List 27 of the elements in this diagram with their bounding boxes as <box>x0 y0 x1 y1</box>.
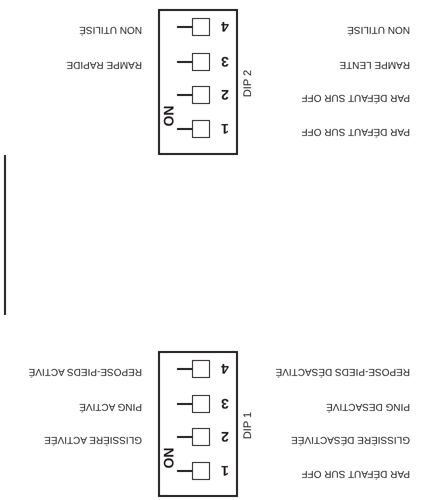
setting-label: REPOSE-PIEDS ACTIVÉ <box>28 365 142 377</box>
switch-number: 3 <box>220 55 230 69</box>
setting-label: GLISSIÈRE ACTIVÉE <box>44 433 142 445</box>
switch-on-label: ON <box>162 106 176 126</box>
setting-label: NON UTILISÉ <box>79 23 142 35</box>
setting-label: RAMPE LENTE <box>339 58 410 70</box>
switch-number: 3 <box>220 397 230 411</box>
setting-label: GLISSIÈRE DÉSACTIVÉE <box>291 433 410 445</box>
switch-number: 1 <box>220 464 230 478</box>
switch-on-label: ON <box>162 448 176 468</box>
setting-label: PAR DÉFAUT SUR OFF <box>301 91 410 103</box>
setting-label: PING ACTIVÉ <box>79 400 142 412</box>
dip-switch-body <box>158 9 238 155</box>
switch-number: 2 <box>220 430 230 444</box>
switch-number: 2 <box>220 88 230 102</box>
switch-number: 1 <box>220 122 230 136</box>
setting-label: RAMPE RAPIDE <box>66 58 142 70</box>
switch-number: 4 <box>220 362 230 376</box>
setting-label: REPOSE-PIEDS DÉSACTIVÉ <box>276 365 410 377</box>
dip-label: DIP 2 <box>242 70 254 98</box>
setting-label: NON UTILISÉ <box>347 23 410 35</box>
setting-label: PING DESACTIVÉ <box>326 400 410 412</box>
switch-number: 4 <box>220 20 230 34</box>
dip-label: DIP 1 <box>242 412 254 440</box>
setting-label: PAR DÉFAUT SUR OFF <box>301 467 410 479</box>
setting-label: PAR DÉFAUT SUR OFF <box>301 125 410 137</box>
dip-switch-body <box>158 351 238 497</box>
